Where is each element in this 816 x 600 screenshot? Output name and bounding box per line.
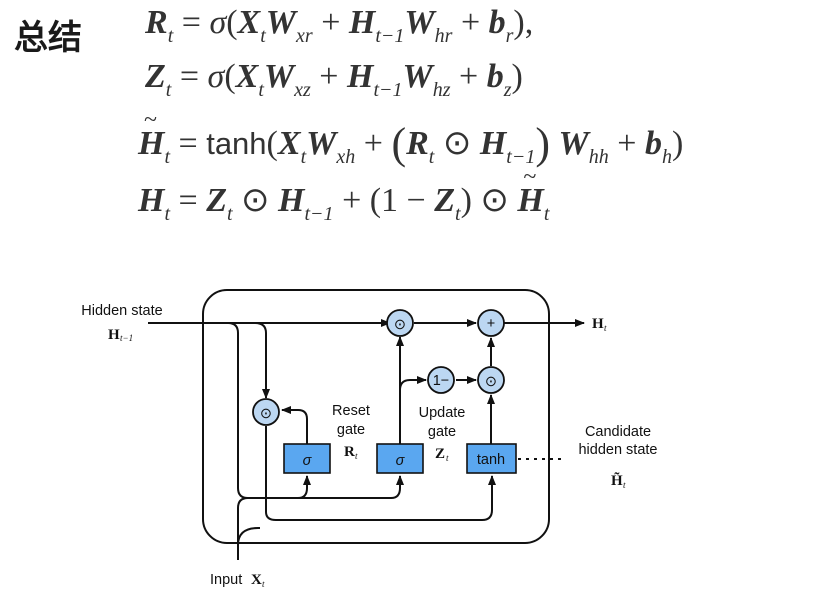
slide-title: 总结: [14, 18, 82, 58]
input-symbol: X: [251, 572, 262, 588]
hadamard-symbol: ⊙: [485, 374, 497, 390]
hadamard-symbol: ⊙: [260, 406, 272, 422]
plus-node: [477, 309, 505, 337]
update-gate-label-2: gate: [428, 424, 456, 440]
hidden-state-in-label: Hidden state: [81, 303, 162, 319]
input-to-reset-sigma: [237, 475, 311, 560]
one-minus-symbol: 1−: [433, 373, 450, 389]
plus-symbol: +: [487, 316, 495, 332]
candidate-label-2: hidden state: [578, 442, 657, 458]
tanh-label: tanh: [477, 452, 505, 468]
reset-gate-label-1: Reset: [332, 403, 370, 419]
input-sub: t: [262, 579, 265, 589]
update-gate-symbol: Z: [435, 446, 445, 462]
update-gate-sub: t: [446, 453, 449, 463]
h-to-reset-mult: [254, 322, 270, 399]
input-to-update-sigma: [298, 475, 404, 499]
hidden-state-out-symbol: H: [592, 316, 604, 332]
hidden-state-in-symbol: H: [108, 327, 120, 343]
reset-gate-sub: t: [355, 451, 358, 461]
equation-reset-gate: Rt = σ(XtWxr + Ht−1Whr + br),: [145, 4, 534, 47]
candidate-symbol: H̃: [611, 472, 623, 489]
input-curve: [237, 527, 260, 546]
candidate-hadamard-node: [477, 366, 505, 394]
update-gate-label-1: Update: [419, 405, 466, 421]
hidden-state-out-sub: t: [604, 323, 607, 333]
update-hadamard-node: [386, 309, 414, 337]
equation-hidden-state: Ht = Zt ⊙ Ht−1 + (1 − Zt) ⊙ Ht: [138, 164, 549, 224]
update-sigma-label: σ: [396, 453, 406, 469]
one-minus-node: [427, 366, 455, 394]
candidate-label-1: Candidate: [585, 424, 651, 440]
reset-mult-to-tanh: [265, 426, 496, 521]
hidden-state-in-sub: t−1: [120, 333, 133, 343]
gru-cell-boundary: [202, 289, 550, 544]
tanh-fn: tanh: [206, 126, 267, 161]
input-label: Input: [210, 572, 242, 588]
reset-gate-sigma-box: [283, 443, 331, 474]
tanh-box: [466, 443, 517, 474]
equation-candidate-state: Ht = tanh(XtWxh + (Rt ⊙ Ht−1) Whh + bh): [138, 107, 683, 169]
hadamard-symbol: ⊙: [394, 317, 406, 333]
reset-sigma-label: σ: [303, 453, 313, 469]
equation-update-gate: Zt = σ(XtWxz + Ht−1Whz + bz): [145, 58, 523, 101]
update-to-one-minus: [399, 376, 427, 391]
candidate-sub: t: [623, 480, 626, 490]
reset-sigma-to-mult: [281, 406, 308, 444]
reset-gate-label-2: gate: [337, 422, 365, 438]
reset-gate-symbol: R: [344, 444, 355, 460]
update-gate-sigma-box: [376, 443, 424, 474]
reset-hadamard-node: [252, 398, 280, 426]
